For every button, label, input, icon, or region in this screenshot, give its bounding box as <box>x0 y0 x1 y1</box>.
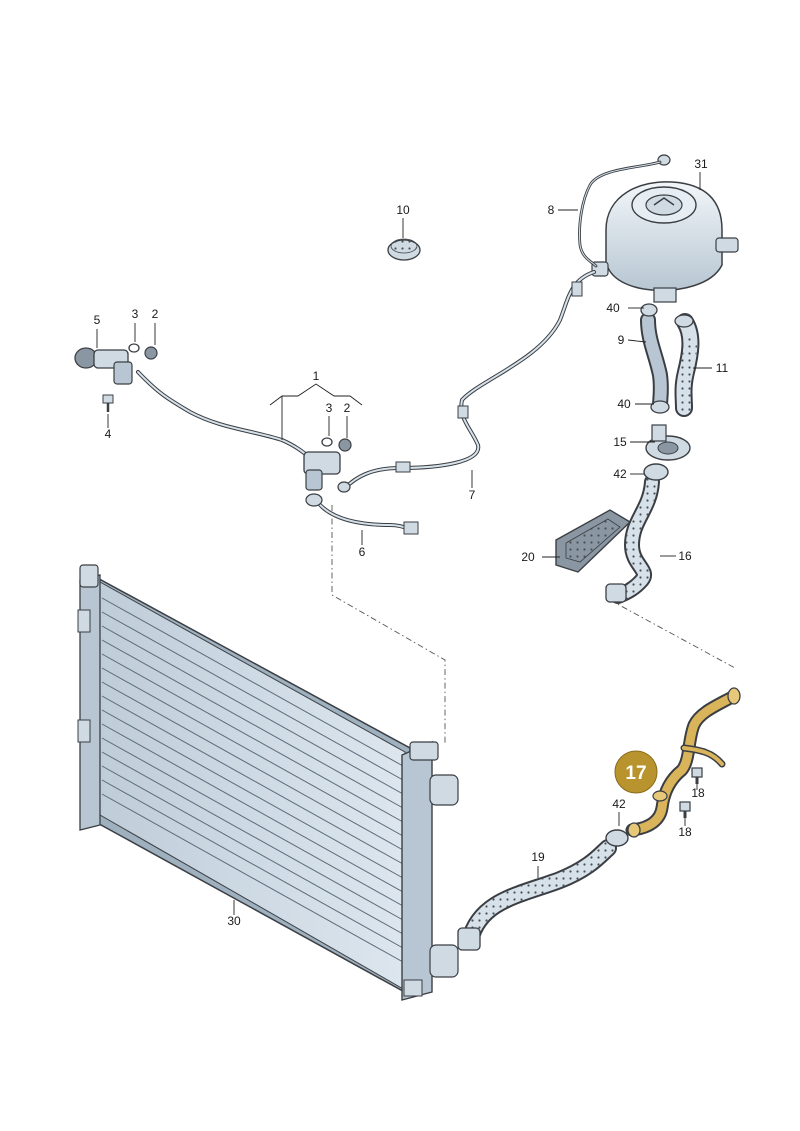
callout-1: 1 <box>313 369 320 383</box>
t-connector-left <box>74 343 158 412</box>
radiator <box>77 564 459 1001</box>
vent-line-7 <box>343 270 596 490</box>
callout-20: 20 <box>521 550 535 564</box>
part-17-label: 17 <box>625 763 646 784</box>
flange-15 <box>645 424 691 461</box>
vent-line-6 <box>314 498 419 535</box>
hose-clamp-40-lower <box>650 400 670 414</box>
leader-lines <box>96 172 712 915</box>
callout-2-left: 2 <box>152 307 159 321</box>
seal-20 <box>555 509 632 573</box>
callout-40-lower: 40 <box>617 397 631 411</box>
hose-9 <box>640 312 669 413</box>
sensor-wire-8 <box>578 160 662 268</box>
hose-clamp-42-lower <box>605 829 629 847</box>
vent-line-1 <box>136 370 318 464</box>
callout-labels: 10 31 8 40 9 11 40 15 42 16 20 5 3 2 4 1… <box>94 157 729 928</box>
t-connector-right <box>303 437 352 507</box>
callout-8: 8 <box>548 203 555 217</box>
hose-11 <box>674 313 700 417</box>
callout-19: 19 <box>531 850 545 864</box>
callout-11: 11 <box>716 361 729 375</box>
callout-18-lower: 18 <box>678 825 692 839</box>
callout-31: 31 <box>694 157 708 171</box>
hose-clamp-42-upper <box>643 463 669 481</box>
callout-4: 4 <box>105 427 112 441</box>
bolt-18-lower <box>679 801 691 818</box>
callout-15: 15 <box>613 435 627 449</box>
callout-18-upper: 18 <box>691 786 705 800</box>
callout-40-upper: 40 <box>606 301 620 315</box>
callout-7: 7 <box>469 488 476 502</box>
callout-9: 9 <box>618 333 625 347</box>
callout-2-right: 2 <box>344 401 351 415</box>
callout-3-left: 3 <box>132 307 139 321</box>
callout-5: 5 <box>94 313 101 327</box>
callout-42-lower: 42 <box>612 797 626 811</box>
hose-clamp-40-upper <box>640 303 658 317</box>
hose-16 <box>605 474 660 604</box>
dash-dot-guides <box>331 505 736 745</box>
cap-10 <box>387 238 421 261</box>
lower-hose-19 <box>457 839 617 951</box>
coolant-pipe-17 <box>625 687 741 838</box>
expansion-tank <box>591 154 739 303</box>
callout-42-upper: 42 <box>613 467 627 481</box>
callout-6: 6 <box>359 545 366 559</box>
callout-3-right: 3 <box>326 401 333 415</box>
bolt-18-upper <box>691 767 703 784</box>
part-17-badge[interactable]: 17 <box>614 750 658 794</box>
callout-30: 30 <box>227 914 241 928</box>
callout-16: 16 <box>678 549 692 563</box>
callout-10: 10 <box>396 203 410 217</box>
